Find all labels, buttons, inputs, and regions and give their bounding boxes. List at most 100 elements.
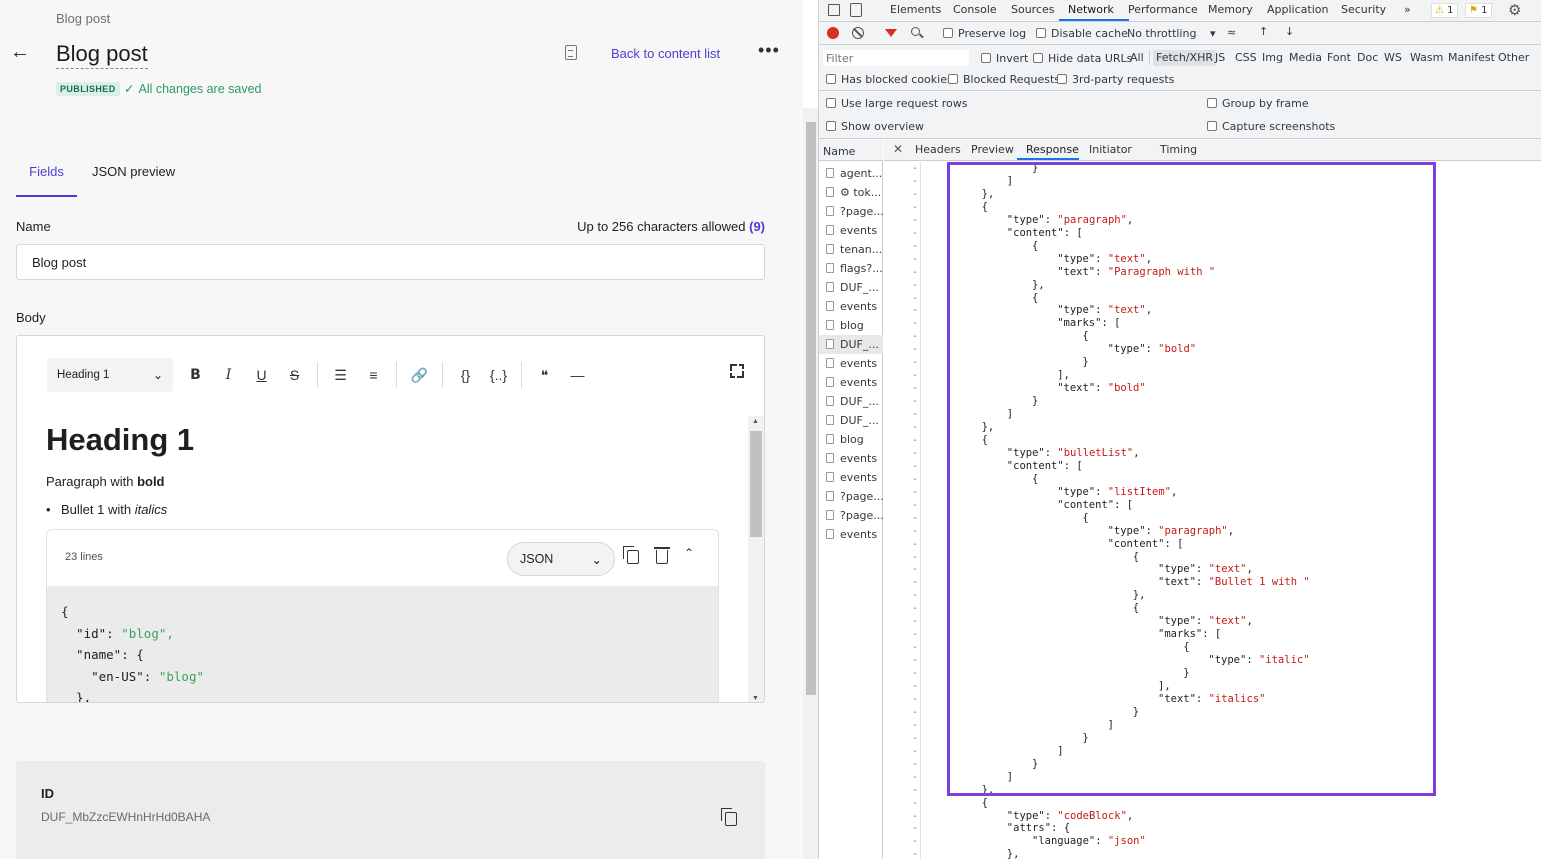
back-arrow-icon[interactable]: ←	[10, 41, 30, 63]
back-to-list-link[interactable]: Back to content list	[611, 46, 721, 61]
large-rows-checkbox[interactable]: Use large request rows	[826, 97, 967, 110]
request-row[interactable]: events	[819, 468, 883, 487]
code-block[interactable]: 23 lines JSON⌄ ⌃ { "id": "blog", "name":…	[46, 529, 719, 702]
response-body[interactable]: }]},{"type": "paragraph","content": [{"t…	[922, 162, 1541, 859]
language-select[interactable]: JSON⌄	[507, 542, 615, 576]
request-row[interactable]: ⚙ tok...	[819, 183, 883, 202]
request-row[interactable]: events	[819, 221, 883, 240]
inspect-icon[interactable]	[828, 4, 840, 16]
bullet-list-button[interactable]: ☰	[324, 358, 357, 392]
request-row[interactable]: DUF_...	[819, 411, 883, 430]
type-filter-media[interactable]: Media	[1289, 51, 1323, 64]
detail-tab-headers[interactable]: Headers	[915, 143, 961, 156]
blockquote-button[interactable]: ❝	[528, 358, 561, 392]
devtools-tab-sources[interactable]: Sources	[1011, 3, 1055, 16]
link-button[interactable]: 🔗	[403, 358, 436, 392]
type-filter-ws[interactable]: WS	[1384, 51, 1402, 64]
devtools-tab-memory[interactable]: Memory	[1208, 3, 1253, 16]
request-row[interactable]: events	[819, 525, 883, 544]
devtools-tab-security[interactable]: Security	[1341, 3, 1387, 16]
record-icon[interactable]	[827, 27, 839, 39]
request-row[interactable]: events	[819, 373, 883, 392]
request-row[interactable]: ?page...	[819, 202, 883, 221]
name-column-header[interactable]: Name	[819, 139, 883, 161]
type-filter-manifest[interactable]: Manifest	[1448, 51, 1495, 64]
network-conditions-icon[interactable]: ≈	[1227, 26, 1237, 39]
document-icon[interactable]	[565, 45, 577, 60]
group-by-frame-checkbox[interactable]: Group by frame	[1207, 97, 1309, 110]
request-row[interactable]: events	[819, 449, 883, 468]
inline-code-button[interactable]: {}	[460, 367, 471, 383]
invert-checkbox[interactable]: Invert	[981, 52, 1028, 65]
third-party-checkbox[interactable]: 3rd-party requests	[1057, 73, 1174, 86]
type-filter-other[interactable]: Other	[1498, 51, 1530, 64]
italic-button[interactable]: I	[225, 367, 232, 383]
bold-button[interactable]: B	[190, 367, 201, 383]
type-filter-font[interactable]: Font	[1327, 51, 1351, 64]
hide-data-urls-checkbox[interactable]: Hide data URLs	[1033, 52, 1132, 65]
devtools-tab-elements[interactable]: Elements	[890, 3, 942, 16]
detail-tab-response[interactable]: Response	[1026, 143, 1079, 156]
heading-select[interactable]: Heading 1⌄	[47, 358, 173, 392]
more-tabs-icon[interactable]: »	[1404, 3, 1411, 16]
capture-screenshots-checkbox[interactable]: Capture screenshots	[1207, 120, 1335, 133]
pane-divider[interactable]	[818, 0, 819, 859]
editor-scroll-thumb[interactable]	[750, 431, 762, 537]
devtools-tab-performance[interactable]: Performance	[1128, 3, 1198, 16]
scroll-up-icon[interactable]: ▲	[752, 418, 759, 425]
fullscreen-icon[interactable]	[730, 364, 744, 378]
scroll-down-icon[interactable]: ▼	[752, 695, 759, 702]
type-filter-wasm[interactable]: Wasm	[1410, 51, 1444, 64]
page-scroll-thumb[interactable]	[806, 122, 816, 695]
copy-icon[interactable]	[623, 546, 639, 564]
request-row[interactable]: blog	[819, 316, 883, 335]
export-har-icon[interactable]: ↓	[1285, 25, 1295, 38]
type-filter-img[interactable]: Img	[1262, 51, 1283, 64]
ordered-list-button[interactable]: ≡	[357, 358, 390, 392]
request-row[interactable]: flags?...	[819, 259, 883, 278]
devtools-tab-network[interactable]: Network	[1068, 3, 1114, 16]
code-block-button[interactable]: {..}	[489, 367, 508, 383]
detail-tab-initiator[interactable]: Initiator	[1089, 143, 1132, 156]
editor-bullet-item[interactable]: Bullet 1 with italics	[46, 502, 167, 517]
tab-fields[interactable]: Fields	[16, 164, 77, 197]
editor-paragraph[interactable]: Paragraph with bold	[46, 474, 165, 489]
chevron-up-icon[interactable]: ⌃	[684, 546, 695, 560]
type-filter-css[interactable]: CSS	[1235, 51, 1257, 64]
request-row[interactable]: agent...	[819, 164, 883, 183]
detail-tab-preview[interactable]: Preview	[971, 143, 1014, 156]
request-row[interactable]: ?page...	[819, 506, 883, 525]
request-row[interactable]: DUF_...	[819, 392, 883, 411]
underline-button[interactable]: U	[256, 367, 267, 383]
request-row[interactable]: ?page...	[819, 487, 883, 506]
tab-json-preview[interactable]: JSON preview	[92, 164, 176, 179]
request-row[interactable]: DUF_...	[819, 278, 883, 297]
type-filter-doc[interactable]: Doc	[1357, 51, 1379, 64]
disable-cache-checkbox[interactable]: Disable cache	[1036, 27, 1128, 40]
request-row[interactable]: events	[819, 297, 883, 316]
name-input[interactable]	[16, 244, 765, 280]
device-toolbar-icon[interactable]	[850, 3, 862, 17]
devtools-tab-console[interactable]: Console	[953, 3, 997, 16]
page-title[interactable]: Blog post	[56, 40, 148, 69]
request-row[interactable]: DUF_...	[819, 335, 883, 354]
detail-tab-timing[interactable]: Timing	[1160, 143, 1198, 156]
more-options-icon[interactable]: •••	[758, 40, 780, 60]
blocked-cookies-checkbox[interactable]: Has blocked cookies	[826, 73, 953, 86]
issues-badge[interactable]: ⚑ 1	[1465, 3, 1492, 18]
editor-heading[interactable]: Heading 1	[46, 422, 195, 457]
type-filter-all[interactable]: All	[1130, 51, 1144, 64]
strikethrough-button[interactable]: S	[289, 367, 300, 383]
show-overview-checkbox[interactable]: Show overview	[826, 120, 924, 133]
rich-text-editor[interactable]: Heading 1⌄ B I U S ☰ ≡ 🔗 {} {..} ❝ — Hea…	[16, 335, 765, 703]
breadcrumb[interactable]: Blog post	[56, 11, 111, 26]
type-filter-fetch-xhr[interactable]: Fetch/XHR	[1153, 50, 1216, 66]
gear-icon[interactable]: ⚙	[1508, 1, 1522, 19]
preserve-log-checkbox[interactable]: Preserve log	[943, 27, 1026, 40]
type-filter-js[interactable]: JS	[1215, 51, 1226, 64]
editor-scrollbar[interactable]: ▲ ▼	[748, 416, 764, 702]
close-icon[interactable]: ✕	[893, 142, 904, 156]
blocked-requests-checkbox[interactable]: Blocked Requests	[948, 73, 1060, 86]
request-row[interactable]: events	[819, 354, 883, 373]
devtools-tab-application[interactable]: Application	[1267, 3, 1329, 16]
